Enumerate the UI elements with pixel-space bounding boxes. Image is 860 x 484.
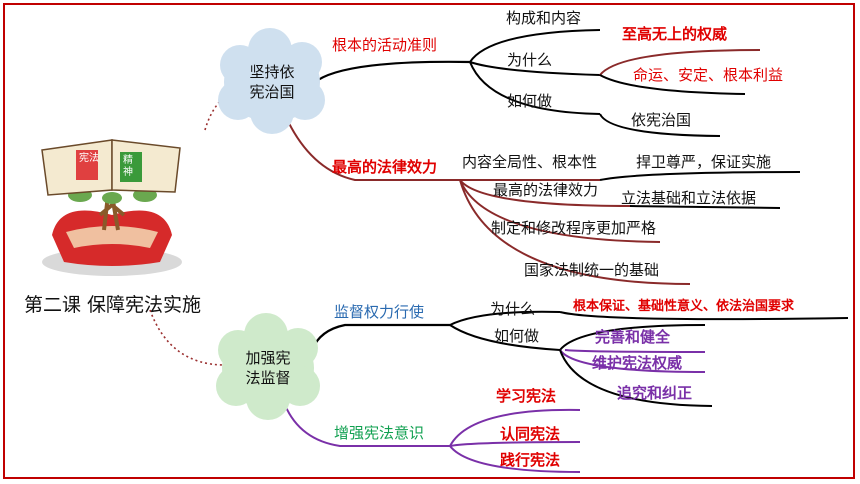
branch2-label: 最高的法律效力 [332,158,438,176]
b3-how: 如何做 [494,327,540,345]
branch1-label: 根本的活动准则 [332,36,438,54]
cloud-1-line2: 宪治国 [249,83,295,102]
root-topic: 第二课 保障宪法实施 [24,294,202,316]
b3-how-authority: 维护宪法权威 [592,354,683,372]
b1-item-how: 如何做 [507,92,553,110]
book-tree-illustration [41,139,182,276]
b2-item-supreme: 最高的法律效力 [493,181,599,199]
b3-why: 为什么 [490,300,536,318]
b4-item-practice: 践行宪法 [500,451,561,469]
b2-extra-basis: 立法基础和立法依据 [621,189,757,207]
b1-item-composition: 构成和内容 [506,9,582,27]
slide-border [3,3,855,479]
cloud-1-line1: 坚持依 [249,63,295,81]
cloud-2-line1: 加强宪 [245,349,291,367]
b1-reason-fate: 命运、安定、根本利益 [633,66,784,84]
cloud-topic-2: 加强宪 法监督 [230,348,306,389]
b3-how-perfect: 完善和健全 [595,328,671,346]
b2-item-procedure: 制定和修改程序更加严格 [491,219,657,237]
illustration-text-left: 宪法 [79,153,99,164]
b3-how-correct: 追究和纠正 [617,384,693,402]
branch4-label: 增强宪法意识 [334,424,425,442]
b2-item-content: 内容全局性、根本性 [462,153,598,171]
illustration-text-right: 精神 [123,155,133,178]
cloud-topic-1: 坚持依 宪治国 [234,62,310,103]
b1-item-why: 为什么 [507,51,553,69]
b1-reason-authority: 至高无上的权威 [622,25,728,43]
cloud-shape-1 [218,28,325,134]
cloud-2-line2: 法监督 [245,369,291,388]
b3-reason: 根本保证、基础性意义、依法治国要求 [573,299,795,314]
branch3-label: 监督权力行使 [334,303,425,321]
cloud-shape-2 [216,313,320,420]
b2-item-unity: 国家法制统一的基础 [524,261,660,279]
b4-item-identify: 认同宪法 [500,425,561,443]
b1-how-rule-by-constitution: 依宪治国 [631,111,692,129]
b4-item-learn: 学习宪法 [496,387,557,405]
b2-extra-defend: 捍卫尊严，保证实施 [636,153,772,171]
